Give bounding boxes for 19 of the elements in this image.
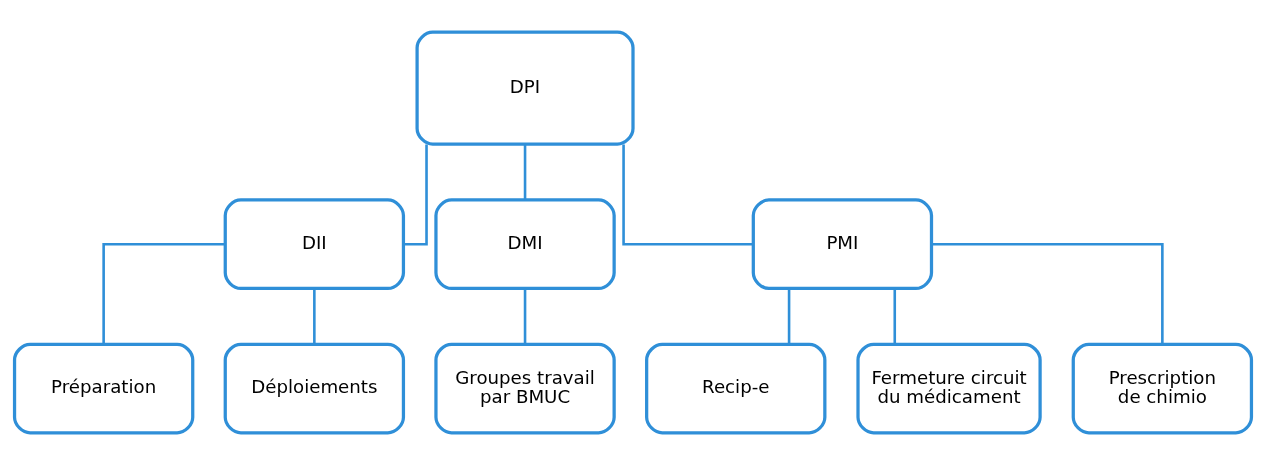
connector: [622, 143, 753, 245]
connector: [931, 242, 1164, 344]
node-box: PMI: [751, 197, 934, 290]
connector: [403, 143, 428, 245]
node-box: Prescription de chimio: [1071, 342, 1254, 434]
node-box: Préparation: [12, 342, 195, 434]
connector: [893, 288, 897, 344]
node-box: Recip-e: [645, 342, 827, 434]
connector: [523, 288, 527, 344]
connector: [787, 288, 791, 344]
node-box: Déploiements: [223, 342, 406, 434]
node-box: DPI: [415, 30, 635, 146]
connector: [523, 143, 527, 200]
connector: [313, 288, 316, 344]
connector: [102, 242, 225, 344]
node-box: Groupes travail par BMUC: [434, 342, 616, 434]
node-box: DII: [223, 197, 406, 290]
node-box: Fermeture circuit du médicament: [856, 342, 1042, 434]
node-box: DMI: [434, 197, 616, 290]
